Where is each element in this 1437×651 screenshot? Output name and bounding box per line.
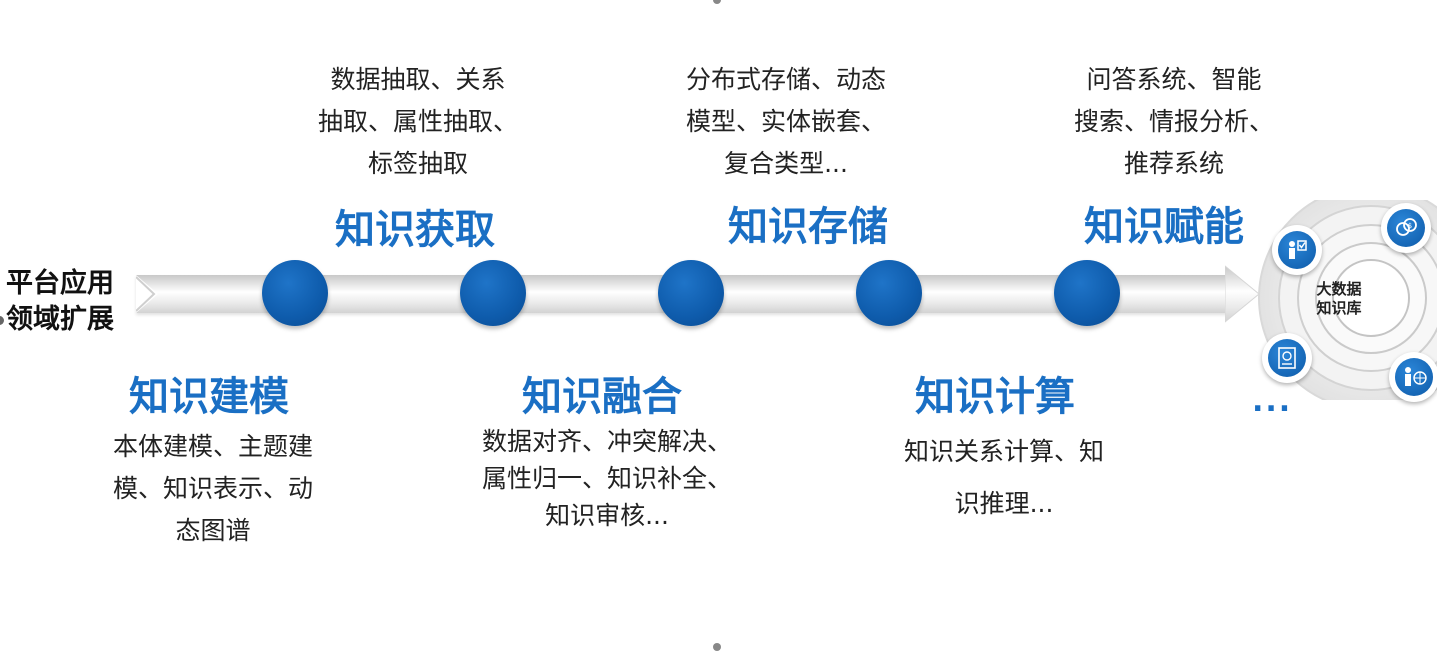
stage-title-modeling: 知识建模 <box>129 374 289 420</box>
stage-desc-modeling: 本体建模、主题建 模、知识表示、动 态图谱 <box>83 426 343 552</box>
svg-text:$: $ <box>1408 222 1412 230</box>
stage-desc-line: 知识审核... <box>545 501 669 530</box>
stage-desc-enablement: 问答系统、智能 搜索、情报分析、 推荐系统 <box>1044 59 1304 185</box>
stage-desc-line: 属性归一、知识补全、 <box>481 464 732 493</box>
stage-node-modeling <box>262 260 328 326</box>
document-chart-icon <box>1262 333 1312 383</box>
bottom-edge-marker <box>713 643 721 651</box>
stage-desc-line: 推荐系统 <box>1123 149 1224 178</box>
stage-desc-line: 搜索、情报分析、 <box>1073 107 1274 136</box>
stage-desc-storage: 分布式存储、动态 模型、实体嵌套、 复合类型... <box>656 59 916 185</box>
stage-title-fusion: 知识融合 <box>522 374 682 420</box>
hub-label: 大数据 知识库 <box>1299 280 1379 318</box>
more-ellipsis: ... <box>1252 384 1293 419</box>
stage-desc-line: 知识关系计算、知 <box>903 437 1104 466</box>
stage-desc-line: 模、知识表示、动 <box>112 474 313 503</box>
stage-node-acquisition <box>460 260 526 326</box>
stage-desc-line: 复合类型... <box>724 149 848 178</box>
hub-label-line2: 知识库 <box>1316 299 1362 317</box>
stage-title-storage: 知识存储 <box>728 204 888 250</box>
timeline-arrow-head <box>1225 265 1260 323</box>
top-edge-marker <box>713 0 721 4</box>
stage-title-enablement: 知识赋能 <box>1084 204 1244 250</box>
stage-desc-fusion: 数据对齐、冲突解决、 属性归一、知识补全、 知识审核... <box>477 423 737 534</box>
stage-desc-computation: 知识关系计算、知 识推理... <box>874 426 1134 530</box>
hub-label-line1: 大数据 <box>1316 280 1362 298</box>
left-label-line2: 领域扩展 <box>6 304 114 335</box>
stage-desc-line: 标签抽取 <box>367 149 468 178</box>
stage-desc-line: 数据对齐、冲突解决、 <box>481 427 732 456</box>
person-checklist-icon <box>1272 225 1322 275</box>
stage-title-acquisition: 知识获取 <box>335 207 495 253</box>
stage-desc-line: 模型、实体嵌套、 <box>685 107 886 136</box>
stage-desc-line: 数据抽取、关系 <box>330 65 506 94</box>
person-globe-icon <box>1389 352 1437 402</box>
stage-node-storage <box>856 260 922 326</box>
left-bullet-icon <box>0 316 4 325</box>
stage-desc-line: 本体建模、主题建 <box>112 432 313 461</box>
stage-desc-line: 问答系统、智能 <box>1086 65 1262 94</box>
timeline-arrow-tail <box>136 275 158 313</box>
stage-desc-line: 态图谱 <box>175 516 251 545</box>
left-label-line1: 平台应用 <box>6 268 114 299</box>
stage-desc-line: 抽取、属性抽取、 <box>317 107 518 136</box>
stage-title-computation: 知识计算 <box>915 374 1075 420</box>
stage-node-fusion <box>658 260 724 326</box>
stage-node-computation <box>1054 260 1120 326</box>
stage-desc-acquisition: 数据抽取、关系 抽取、属性抽取、 标签抽取 <box>288 59 548 185</box>
stage-desc-line: 分布式存储、动态 <box>685 65 886 94</box>
stage-desc-line: 识推理... <box>954 489 1054 518</box>
left-label: 平台应用 领域扩展 <box>6 266 136 338</box>
coins-icon: $ <box>1381 203 1431 253</box>
